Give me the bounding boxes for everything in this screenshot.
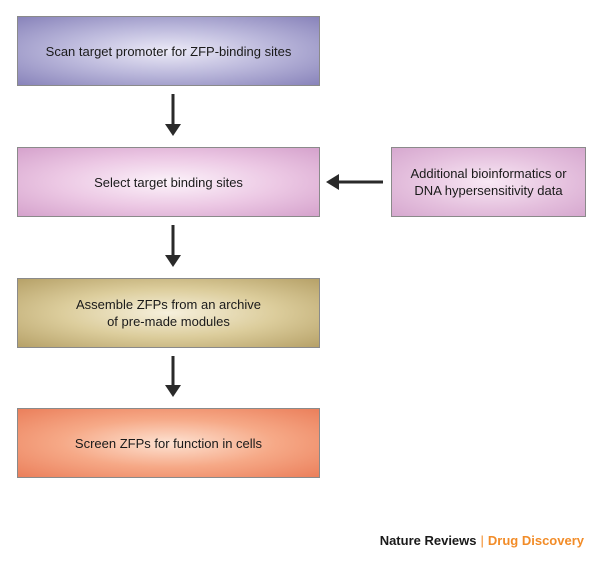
journal-section: Drug Discovery (487, 533, 584, 548)
arrow-select-to-assemble (165, 225, 181, 267)
side-input-line-2: DNA hypersensitivity data (414, 183, 563, 198)
step-assemble-zfps: Assemble ZFPs from an archive of pre-mad… (17, 278, 320, 348)
arrow-scan-to-select (165, 94, 181, 136)
credit-separator: | (480, 533, 484, 548)
arrow-assemble-to-screen (165, 356, 181, 397)
step-scan-promoter: Scan target promoter for ZFP-binding sit… (17, 16, 320, 86)
step-select-binding-sites-text: Select target binding sites (94, 174, 243, 190)
step-assemble-zfps-line-1: Assemble ZFPs from an archive (76, 297, 261, 312)
side-input-additional-data: Additional bioinformatics or DNA hyperse… (391, 147, 586, 217)
step-scan-promoter-text: Scan target promoter for ZFP-binding sit… (45, 43, 292, 59)
step-screen-zfps-text: Screen ZFPs for function in cells (74, 435, 263, 451)
step-screen-zfps: Screen ZFPs for function in cells (17, 408, 320, 478)
step-assemble-zfps-line-2: of pre-made modules (107, 314, 230, 329)
step-select-binding-sites: Select target binding sites (17, 147, 320, 217)
journal-credit: Nature Reviews|Drug Discovery (380, 533, 584, 548)
side-input-line-1: Additional bioinformatics or (410, 166, 567, 181)
arrow-additional-to-select (326, 174, 383, 190)
journal-name: Nature Reviews (379, 533, 477, 548)
